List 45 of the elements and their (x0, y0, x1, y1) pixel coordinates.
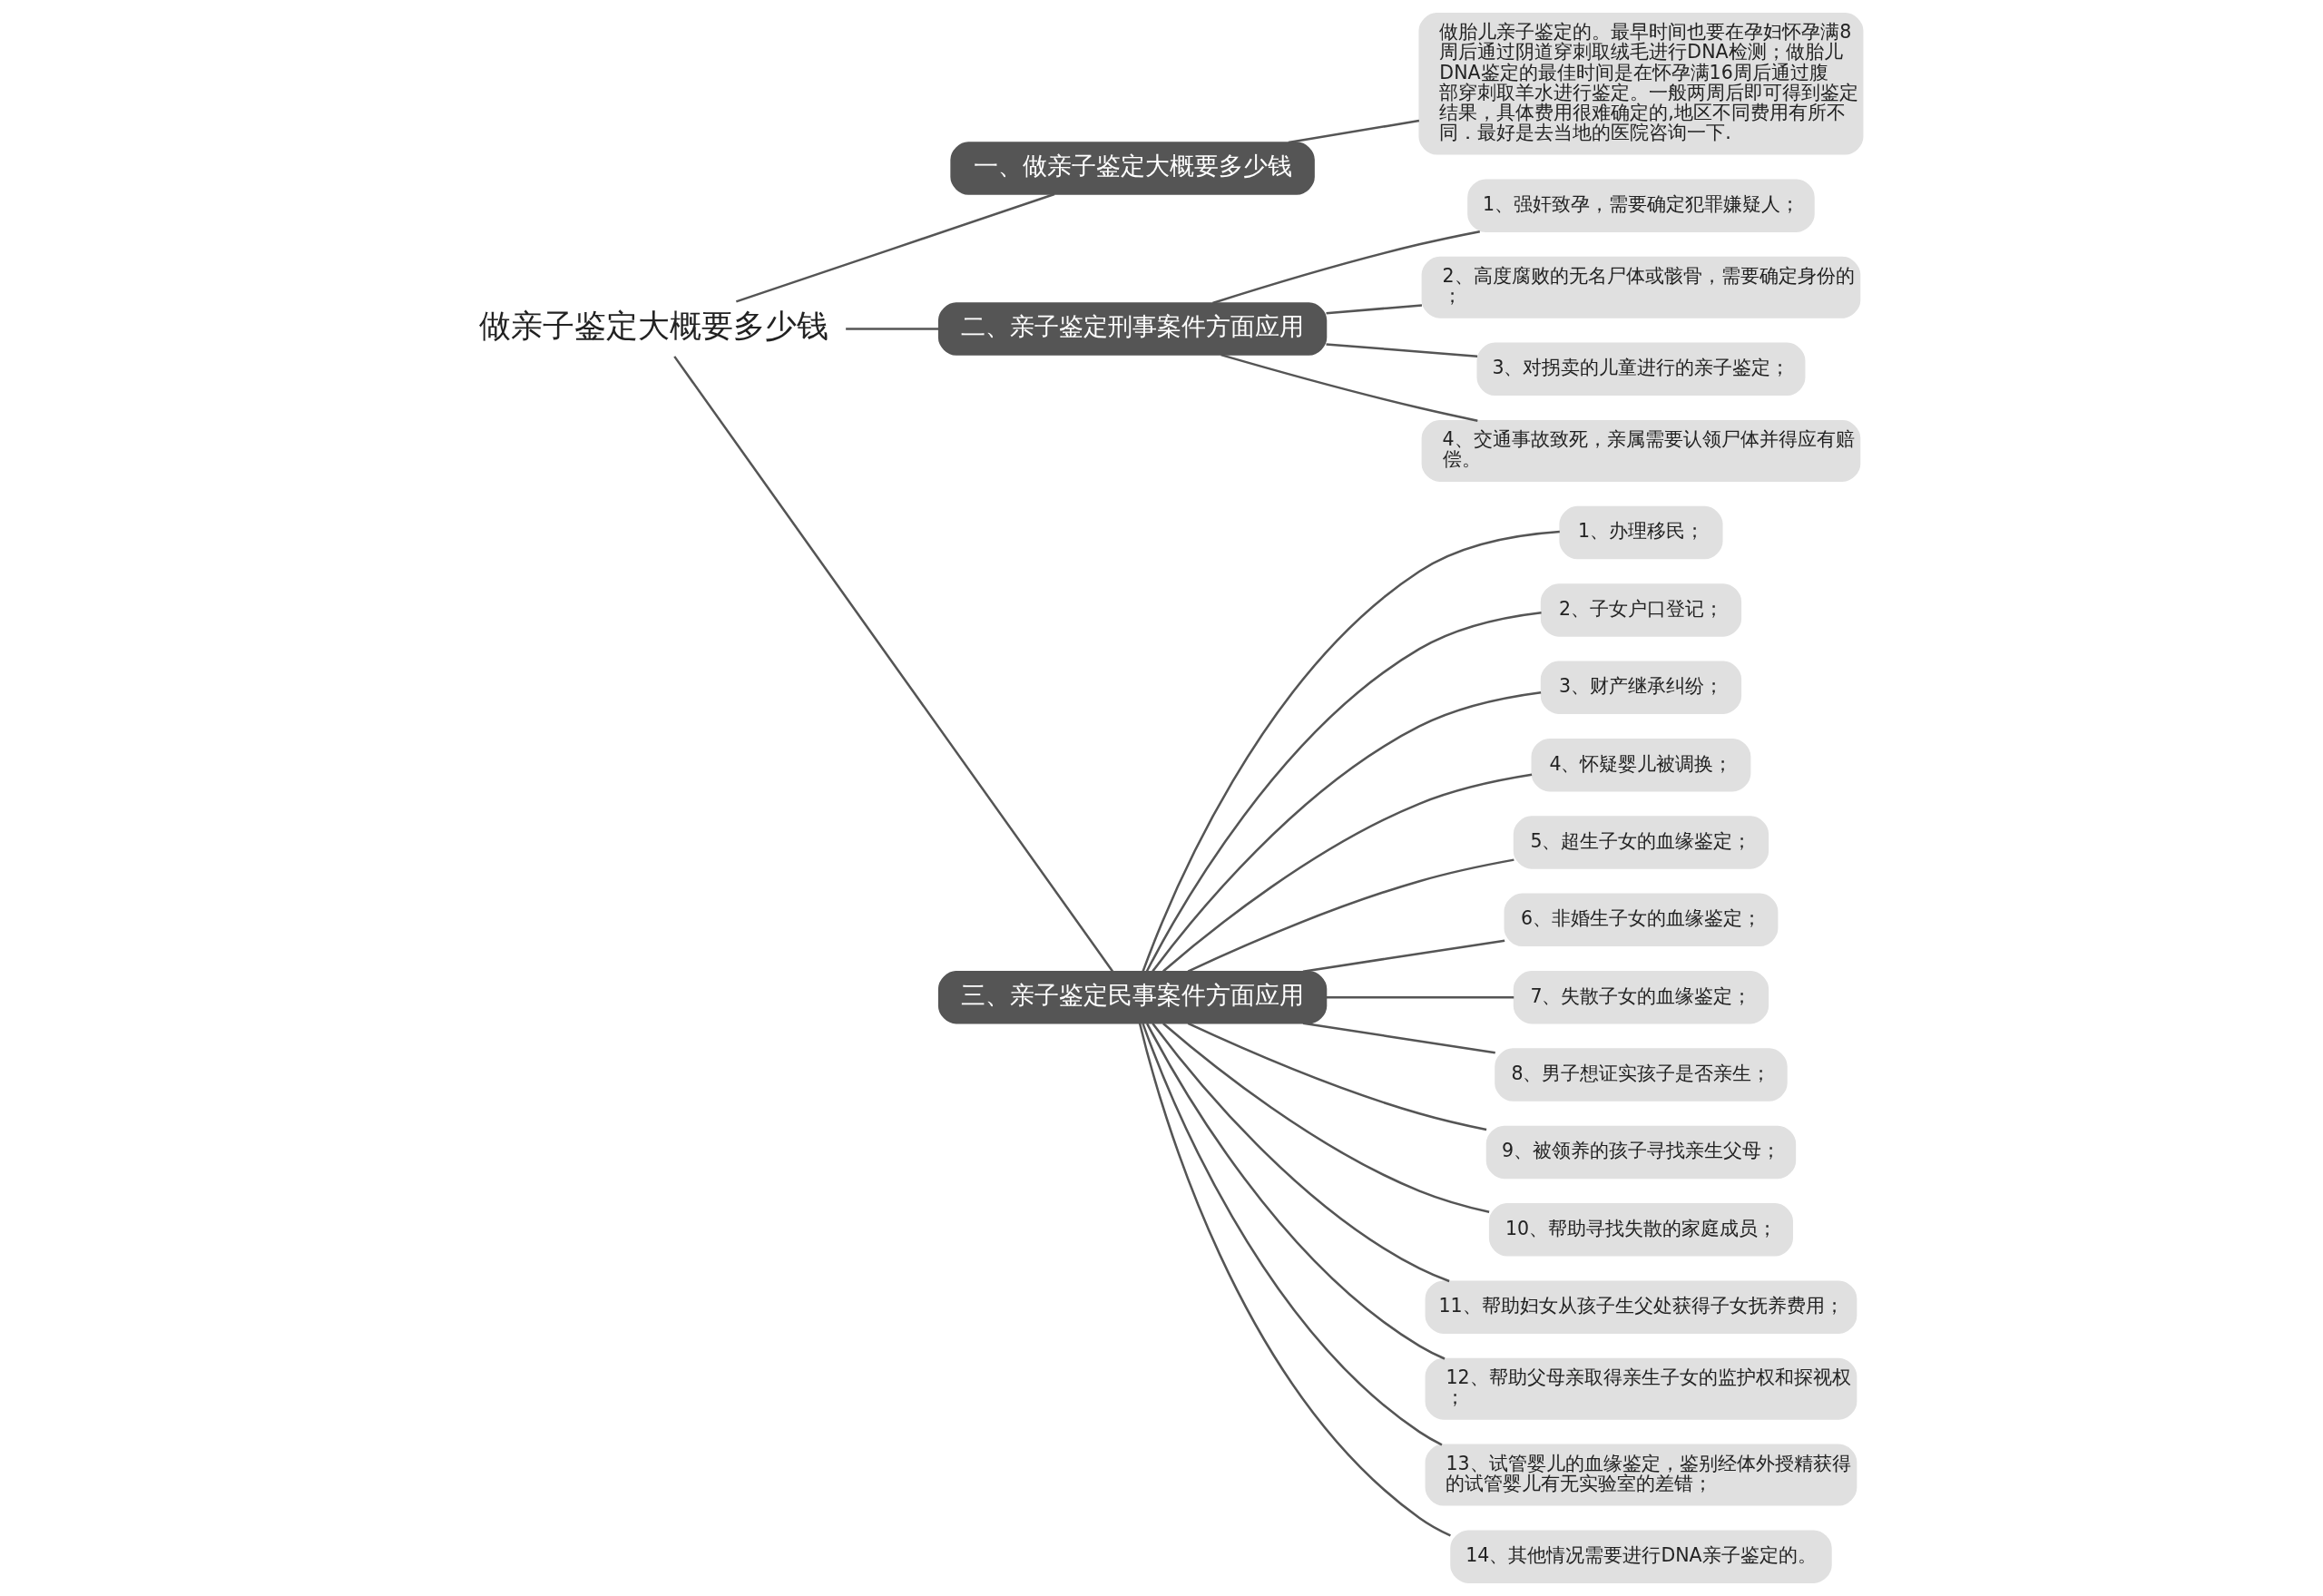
node-box: 9、被领养的孩子寻找亲生父母； (1485, 1125, 1796, 1180)
connector (1187, 858, 1514, 973)
node-box: 二、亲子鉴定刑事案件方面应用 (937, 302, 1327, 356)
connector (672, 356, 1113, 973)
node-box: 4、交通事故致死，亲属需要认领尸体并得应有赔偿。 (1421, 419, 1860, 482)
connector (1162, 1023, 1489, 1214)
connector (1302, 1022, 1495, 1054)
connector (1302, 939, 1505, 973)
node-box: 1、强奸致孕，需要确定犯罪嫌疑人； (1466, 179, 1815, 232)
node-box: 一、做亲子鉴定大概要多少钱 (949, 142, 1315, 195)
node-box: 5、超生子女的血缘鉴定； (1513, 816, 1769, 869)
connector (1220, 353, 1478, 422)
node-box: 2、高度腐败的无名尸体或骸骨，需要确定身份的； (1421, 256, 1860, 318)
connector (1141, 530, 1560, 973)
connector (1141, 1023, 1443, 1446)
connector (1151, 1023, 1450, 1283)
connector (1151, 691, 1541, 973)
node-box: 7、失散子女的血缘鉴定； (1513, 971, 1769, 1024)
connector (1325, 343, 1477, 357)
node-box: 11、帮助妇女从孩子生父处获得子女抚养费用； (1425, 1280, 1857, 1334)
connector (735, 192, 1054, 303)
connector (1138, 1023, 1451, 1537)
connector (1162, 773, 1532, 973)
connector (845, 328, 938, 330)
node-text: 做亲子鉴定大概要多少钱 (478, 308, 828, 345)
connector (1145, 1023, 1446, 1360)
node-box: 3、对拐卖的儿童进行的亲子鉴定； (1475, 342, 1805, 397)
connector (1145, 611, 1542, 973)
node-box: 1、办理移民； (1558, 505, 1723, 560)
node-box: 三、亲子鉴定民事案件方面应用 (937, 971, 1327, 1024)
connector (1326, 995, 1514, 999)
node-box: 12、帮助父母亲取得亲生子女的监护权和探视权； (1425, 1357, 1857, 1420)
connector (1325, 304, 1422, 315)
node-box: 做胎儿亲子鉴定的。最早时间也要在孕妇怀孕满8周后通过阴道穿刺取绒毛进行DNA检测；做胎儿DNA鉴定的最佳时间是在怀孕满16周后通过腹部穿刺取羊水进行鉴定。一般两周后即可得到鉴定结果，具体费用很难确定的,地区不同费用有所不同．最好是去当地的医院咨询一下. (1417, 13, 1863, 155)
node-box: 10、帮助寻找失散的家庭成员； (1488, 1203, 1793, 1257)
connector (1187, 1022, 1486, 1131)
node-box: 2、子女户口登记； (1540, 583, 1741, 637)
node-box: 6、非婚生子女的血缘鉴定； (1504, 893, 1778, 947)
connector (1211, 230, 1480, 305)
node-box: 4、怀疑婴儿被调换； (1531, 738, 1750, 792)
node-box: 3、财产继承纠纷； (1540, 661, 1741, 715)
node-box: 8、男子想证实孩子是否亲生； (1494, 1048, 1788, 1102)
node-box: 13、试管婴儿的血缘鉴定，鉴别经体外授精获得的试管婴儿有无实验室的差错； (1425, 1444, 1857, 1506)
node-box: 14、其他情况需要进行DNA亲子鉴定的。 (1449, 1530, 1832, 1583)
connector (1288, 119, 1419, 144)
